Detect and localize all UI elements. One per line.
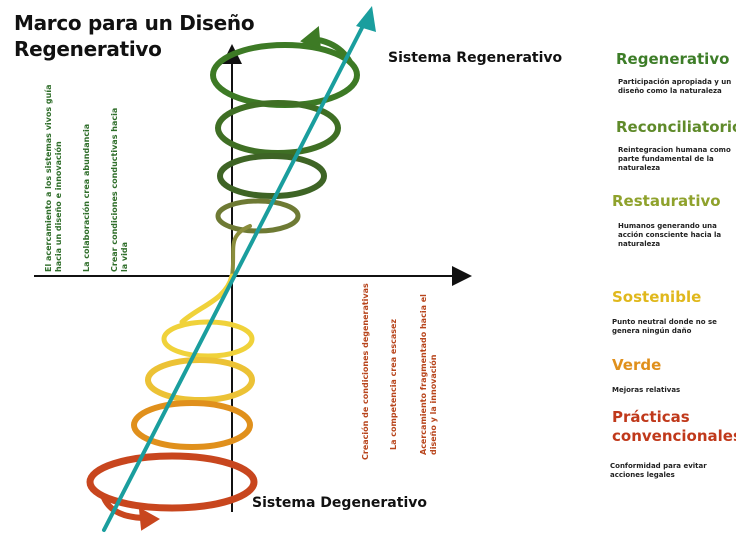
right-note-1-line-1: Creación de condiciones degenerativas xyxy=(361,283,370,460)
left-note-2-line-1: La colaboración crea abundancia xyxy=(82,123,91,272)
left-note-3-line-1: Crear condiciones conductivas hacia xyxy=(110,107,119,272)
right-note-1: Creación de condiciones degenerativas xyxy=(361,283,371,460)
right-note-3-line-1: Acercamiento fragmentado hacia el xyxy=(419,294,428,455)
left-note-1-line-2: hacia un diseño e innovación xyxy=(54,141,63,272)
spiral-loop-reconciliatorio-2 xyxy=(217,153,327,199)
spiral-top-arrowhead xyxy=(300,26,322,52)
left-note-2: La colaboración crea abundancia xyxy=(82,124,92,272)
spiral-connector-top xyxy=(230,224,252,278)
left-note-1-line-1: El acercamiento a los sistemas vivos guí… xyxy=(44,84,53,273)
level-convencional-desc: Conformidad para evitar acciones legales xyxy=(610,462,707,479)
spiral-loop-sostenible xyxy=(161,319,255,359)
regenerative-spiral xyxy=(210,26,360,278)
progress-arrow-shaft xyxy=(102,18,368,532)
spiral-bottom-arrowhead xyxy=(138,507,160,531)
level-sostenible-desc: Punto neutral donde no se genera ningún … xyxy=(612,318,717,335)
level-verde-desc: Mejoras relativas xyxy=(612,386,681,394)
title-line-1: Marco para un Diseño xyxy=(14,11,255,35)
degenerative-spiral xyxy=(86,273,258,531)
level-regenerativo-title: Regenerativo xyxy=(616,50,730,68)
bottom-axis-label: Sistema Degenerativo xyxy=(252,495,427,511)
right-note-2: La competencia crea escasez xyxy=(389,319,399,450)
level-verde-title: Verde xyxy=(612,356,662,374)
right-note-2-line-1: La competencia crea escasez xyxy=(389,318,398,450)
page-title: Marco para un Diseño Regenerativo xyxy=(14,10,255,62)
level-reconciliatorio-title: Reconciliatorio xyxy=(616,118,736,136)
spiral-loop-reconciliatorio xyxy=(215,100,341,156)
progress-arrow-head xyxy=(356,6,376,32)
level-convencional-title: Prácticas convencionales xyxy=(612,408,736,445)
right-note-3-line-2: diseño y la innovación xyxy=(429,354,438,455)
level-restaurativo-desc: Humanos generando una acción consciente … xyxy=(618,222,722,248)
level-regenerativo-desc: Participación apropiada y un diseño como… xyxy=(618,78,732,95)
level-sostenible-title: Sostenible xyxy=(612,288,702,306)
level-restaurativo-title: Restaurativo xyxy=(612,192,721,210)
level-reconciliatorio-desc: Reintegracion humana como parte fundamen… xyxy=(618,146,731,172)
spiral-loop-sostenible-2 xyxy=(145,357,255,403)
progress-arrow xyxy=(102,6,376,532)
spiral-loop-convencional xyxy=(86,452,258,512)
left-note-3: Crear condiciones conductivas hacia la v… xyxy=(110,108,130,272)
right-note-3: Acercamiento fragmentado hacia el diseño… xyxy=(419,294,439,455)
left-note-3-line-2: la vida xyxy=(120,241,129,272)
spiral-loop-verde xyxy=(131,400,253,450)
top-axis-label: Sistema Regenerativo xyxy=(388,50,563,66)
title-line-2: Regenerativo xyxy=(14,37,162,61)
left-note-1: El acercamiento a los sistemas vivos guí… xyxy=(44,85,64,273)
